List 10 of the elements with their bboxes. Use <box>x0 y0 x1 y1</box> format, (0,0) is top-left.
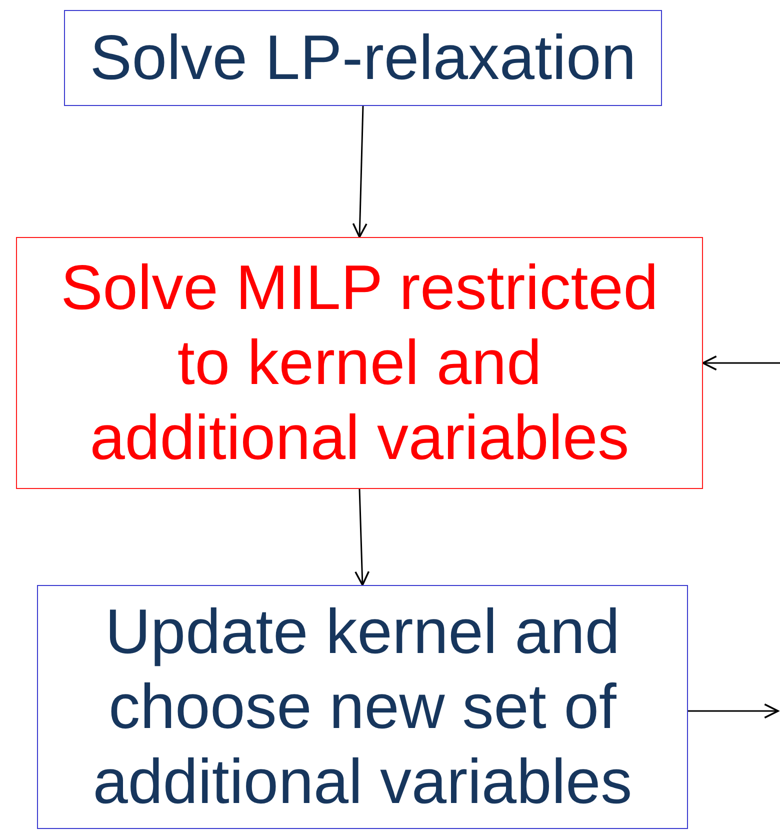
process-box <box>16 237 703 489</box>
step-text: Solve LP-relaxation <box>90 22 636 94</box>
process-box <box>64 10 662 106</box>
step-text: Solve MILP restricted to kernel and additional variables <box>60 252 660 474</box>
arrow <box>702 355 780 371</box>
step-text: Update kernel and choose new set of additional variables <box>92 596 634 818</box>
process-box <box>37 585 688 829</box>
arrow <box>352 106 368 238</box>
arrow <box>688 703 779 719</box>
arrow <box>354 488 370 586</box>
